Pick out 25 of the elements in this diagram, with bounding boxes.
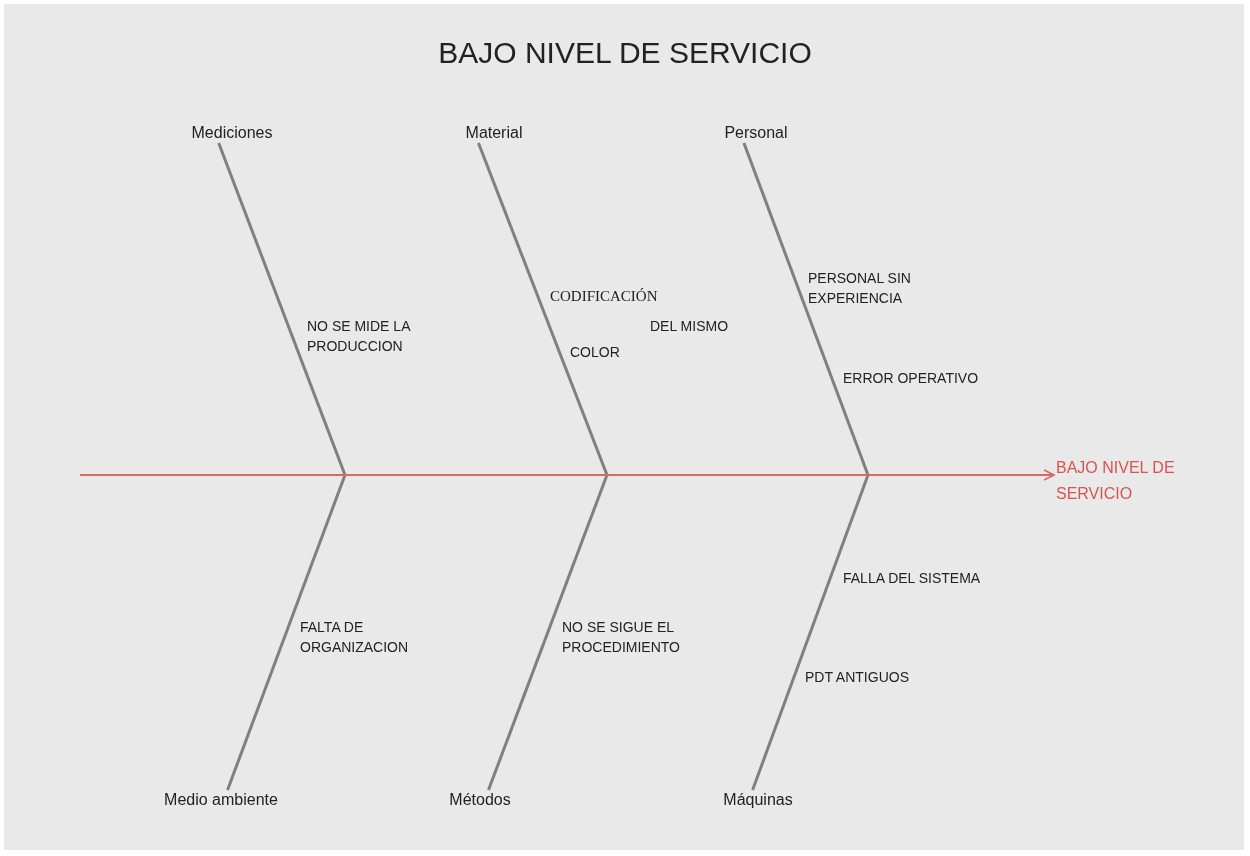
- spine-arrow: [79, 469, 1055, 481]
- category-label: Métodos: [440, 790, 520, 810]
- cause-label: CODIFICACIÓN: [550, 287, 659, 306]
- cause-label: NO SE MIDE LA PRODUCCION: [307, 317, 412, 356]
- category-label: Mediciones: [172, 123, 292, 143]
- cause-label: ERROR OPERATIVO: [843, 369, 980, 388]
- cause-label: PDT ANTIGUOS: [805, 668, 910, 687]
- bone-line: [487, 474, 609, 791]
- cause-label: FALTA DE ORGANIZACION: [300, 618, 410, 657]
- bone-line: [742, 142, 870, 476]
- category-label: Medio ambiente: [146, 790, 296, 810]
- bone-line: [217, 142, 347, 476]
- bone-line: [226, 474, 347, 791]
- effect-label: BAJO NIVEL DE SERVICIO: [1056, 455, 1186, 507]
- cause-label: NO SE SIGUE EL PROCEDIMIENTO: [562, 618, 681, 657]
- cause-label: FALLA DEL SISTEMA: [843, 569, 982, 588]
- category-label: Personal: [711, 123, 801, 143]
- bone-line: [477, 142, 609, 476]
- cause-label: DEL MISMO: [650, 317, 730, 336]
- bone-line: [751, 474, 870, 791]
- category-label: Máquinas: [712, 790, 804, 810]
- diagram-title: BAJO NIVEL DE SERVICIO: [437, 36, 813, 70]
- cause-label: COLOR: [570, 343, 621, 362]
- category-label: Material: [454, 123, 534, 143]
- cause-label: PERSONAL SIN EXPERIENCIA: [808, 269, 912, 308]
